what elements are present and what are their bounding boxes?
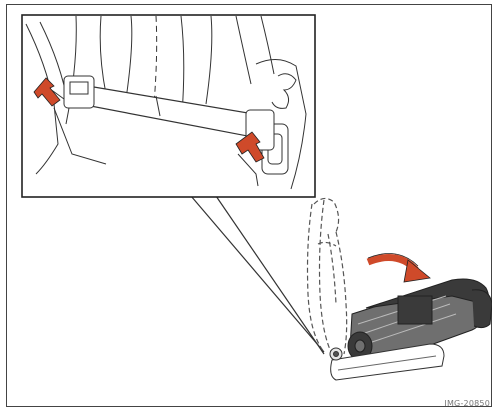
seat-illustration <box>6 4 492 407</box>
detail-inset <box>22 15 315 197</box>
figure-reference-code: IMG-20850 <box>444 399 490 408</box>
figure-frame <box>6 4 492 407</box>
